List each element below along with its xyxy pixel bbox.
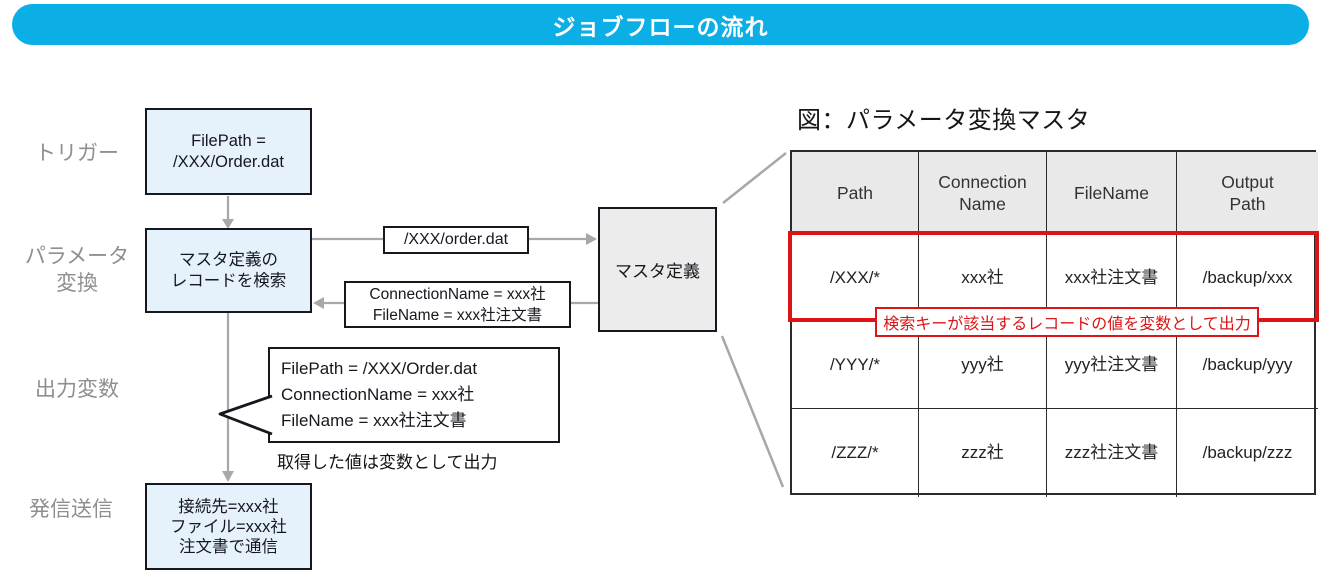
callout-text: FilePath = /XXX/Order.dat ConnectionName… xyxy=(281,359,478,430)
table-cell: /YYY/* xyxy=(792,322,919,409)
col-header-output-path: Output Path xyxy=(1177,152,1318,235)
response-values-label: ConnectionName = xxx社 FileName = xxx社注文書 xyxy=(344,281,571,328)
callout-pointer xyxy=(218,394,273,436)
highlight-annotation: 検索キーが該当するレコードの値を変数として出力 xyxy=(875,307,1259,337)
send-box: 接続先=xxx社 ファイル=xxx社 注文書で通信 xyxy=(145,483,312,570)
trigger-box: FilePath = /XXX/Order.dat xyxy=(145,108,312,195)
search-master-box: マスタ定義の レコードを検索 xyxy=(145,228,312,313)
table-cell: yyy社 xyxy=(919,322,1047,409)
table-cell: zzz社 xyxy=(919,409,1047,497)
col-header-path: Path xyxy=(792,152,919,235)
master-definition-box: マスタ定義 xyxy=(598,207,717,332)
table-cell: zzz社注文書 xyxy=(1047,409,1177,497)
request-path-label: /XXX/order.dat xyxy=(383,226,529,254)
stage-label-trigger: トリガー xyxy=(35,142,119,165)
table-cell: /ZZZ/* xyxy=(792,409,919,497)
stage-label-send: 発信送信 xyxy=(29,498,113,521)
table-title: 図：パラメータ変換マスタ xyxy=(797,107,1091,134)
output-variables-callout xyxy=(268,347,560,443)
col-header-connection-name: Connection Name xyxy=(919,152,1047,235)
table-cell: /backup/yyy xyxy=(1177,322,1318,409)
table-cell: /backup/zzz xyxy=(1202,443,1293,462)
stage-label-parameter-conversion: パラメータ 変換 xyxy=(24,245,130,295)
stage-label-output-variables: 出力変数 xyxy=(35,378,119,401)
callout-caption: 取得した値は変数として出力 xyxy=(277,453,498,472)
page-title: ジョブフローの流れ xyxy=(12,4,1309,45)
table-cell: yyy社注文書 xyxy=(1047,322,1177,409)
col-header-filename: FileName xyxy=(1047,152,1177,235)
